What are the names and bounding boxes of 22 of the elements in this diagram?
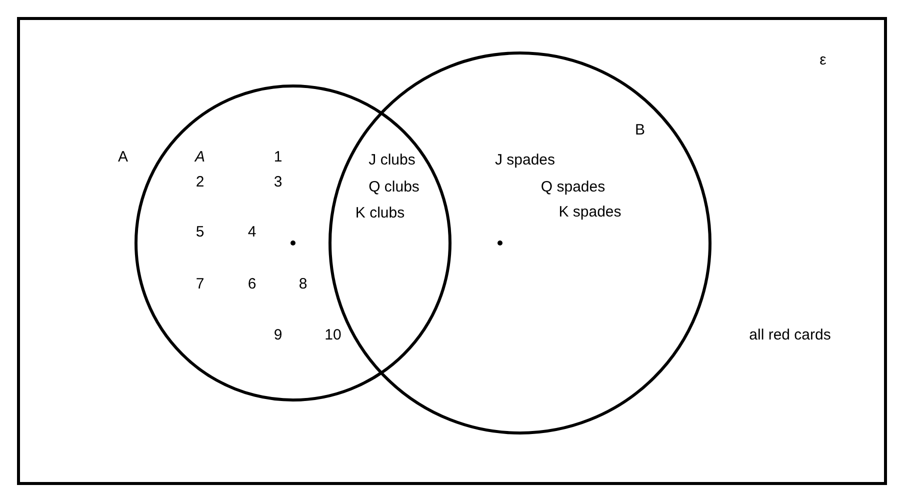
set-element: 6: [248, 276, 256, 292]
set-element: Q spades: [540, 178, 606, 196]
universal-set-box: [17, 17, 887, 485]
set-element: 7: [196, 276, 204, 292]
set-element: 10: [324, 326, 342, 344]
set-element: K clubs: [355, 204, 405, 222]
set-element: 5: [196, 224, 204, 240]
set-element: 4: [248, 224, 256, 240]
set-element: 3: [274, 174, 282, 190]
set-element: A: [195, 148, 205, 166]
universal-set-symbol: ε: [820, 52, 826, 68]
set-element: all red cards: [749, 326, 831, 344]
set-element: K spades: [558, 204, 622, 220]
set-label: B: [635, 122, 645, 138]
set-element: 2: [196, 174, 204, 190]
set-element: J spades: [494, 152, 556, 168]
set-element: 9: [274, 326, 282, 344]
set-label: A: [118, 148, 128, 166]
set-element: 8: [298, 276, 308, 292]
set-element: J clubs: [368, 152, 416, 168]
set-element: 1: [274, 148, 282, 166]
set-element: Q clubs: [368, 178, 420, 196]
